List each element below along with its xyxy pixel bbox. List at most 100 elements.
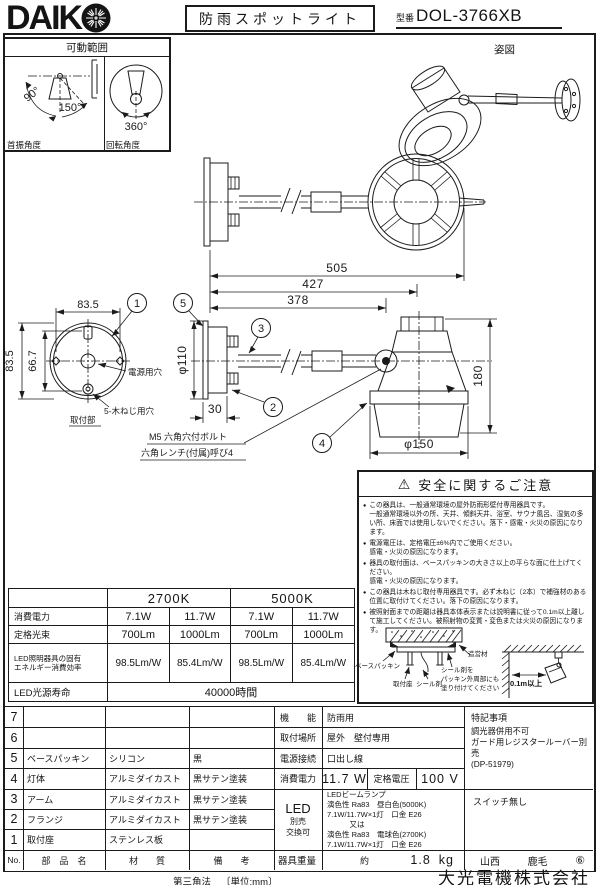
place-value: 屋外 壁付専用 xyxy=(327,733,391,743)
daiko-starburst-icon xyxy=(81,3,111,33)
mount-base-label: 取付座 xyxy=(393,681,413,688)
parts-header-material: 材 質 xyxy=(128,855,165,866)
movable-range-title: 可動範囲 xyxy=(5,39,169,57)
part-material: アルミダイカスト xyxy=(109,794,181,805)
weight-value: 1.8 xyxy=(410,853,431,867)
part-note: 黒サテン塗装 xyxy=(193,814,248,825)
approver-row: 山西 鹿毛 ⑥ xyxy=(464,850,593,870)
consumption-value: 11.7 W xyxy=(322,771,367,786)
weight-approx: 約 xyxy=(360,855,370,866)
spec-row-label: LED光源寿命 xyxy=(9,683,108,701)
function-label: 機 能 xyxy=(279,712,316,723)
safety-notice-box: ⚠ 安全に関するご注意 この器具は、一般通常環境の屋外防雨形壁付専用器具です。 … xyxy=(357,470,594,704)
power-value: 口出し線 xyxy=(327,753,364,764)
spec-value: 11.7W xyxy=(292,608,354,626)
spec-value: 85.4Lm/W xyxy=(169,644,231,683)
parts-header-no: No. xyxy=(7,855,21,865)
revision-badge: ⑥ xyxy=(575,854,585,867)
part-name: アーム xyxy=(27,794,54,805)
warning-icon: ⚠ xyxy=(397,476,413,492)
photometric-spec-table: 2700K 5000K 消費電力 7.1W 11.7W 7.1W 11.7W 定… xyxy=(8,588,355,702)
spec-row-label: LED照明器具の固有 エネルギー消費効率 xyxy=(9,644,108,683)
model-number-block: 型番 DOL-3766XB xyxy=(396,6,562,29)
parts-info-table: 7 6 5 4 3 2 1 ベースパッキン シリコン 黒 灯体 アルミダイカスト… xyxy=(4,706,595,872)
base-packing-label: ベースパッキン xyxy=(355,663,400,670)
sealant-label: シール剤 xyxy=(416,681,442,688)
spec-value: 11.7W xyxy=(169,608,231,626)
voltage-value: 100 V xyxy=(421,771,459,786)
rotation-angle-label: 回転角度 xyxy=(106,140,141,150)
approver-2: 鹿毛 xyxy=(527,856,548,868)
movable-range-divider xyxy=(104,56,105,150)
part-no: 3 xyxy=(10,792,18,806)
spec-row-label: 定格光束 xyxy=(9,626,108,644)
daiko-logo-text: DAIK xyxy=(6,0,83,37)
spec-header-5000k: 5000K xyxy=(231,589,354,608)
weight-value-block: 約 1.8 kg xyxy=(322,850,464,870)
led-lamp-detail: LEDビームランプ 演色性 Ra83 昼白色(5000K) 7.1W/11.7W… xyxy=(327,789,427,849)
special-title: 特記事項 xyxy=(471,713,508,723)
daiko-logo: DAIK xyxy=(6,1,112,35)
part-material: アルミダイカスト xyxy=(109,814,181,825)
product-title: 防雨スポットライト xyxy=(199,10,361,27)
safety-notes: この器具は、一般通常環境の屋外防雨形壁付専用器具です。 一般通常環境以外の所、天… xyxy=(359,497,592,635)
special-lines: 調光器併用不可 ガード用レジスタールーバー別売 (DP-51979) xyxy=(471,726,588,769)
spec-value: 700Lm xyxy=(231,626,293,644)
model-number: DOL-3766XB xyxy=(416,6,523,25)
safety-title-row: ⚠ 安全に関するご注意 xyxy=(359,472,592,497)
consumption-label: 消費電力 xyxy=(279,774,316,784)
spec-value: 85.4Lm/W xyxy=(292,644,354,683)
part-no: 2 xyxy=(10,812,18,826)
part-no: 4 xyxy=(10,771,18,786)
part-name: フランジ xyxy=(27,814,64,825)
spec-row-label: 消費電力 xyxy=(9,608,108,626)
safety-note: 被照射面までの距離は器具本体表示または説明書に従って0.1m以上離して施工してく… xyxy=(369,609,585,634)
weight-label: 器具重量 xyxy=(278,856,317,867)
spec-header-2700k: 2700K xyxy=(108,589,231,608)
movable-range-box: 可動範囲 xyxy=(3,37,171,152)
led-sub1: 別売 xyxy=(290,817,306,826)
spec-value: 1000Lm xyxy=(169,626,231,644)
sealant-note-label: シール剤を パッキン外周部にも 塗り付けてください xyxy=(441,667,500,692)
spec-value: 7.1W xyxy=(231,608,293,626)
spec-cell-empty xyxy=(9,589,108,608)
special-notes-block: 特記事項 調光器併用不可 ガード用レジスタールーバー別売 (DP-51979) xyxy=(464,707,593,789)
part-material: アルミダイカスト xyxy=(109,774,181,784)
led-sub2: 交換可 xyxy=(286,828,310,837)
part-note: 黒 xyxy=(193,753,203,764)
part-no: 1 xyxy=(10,832,18,847)
product-title-box: 防雨スポットライト xyxy=(185,5,375,32)
approver-1: 山西 xyxy=(480,856,500,868)
spec-value: 98.5Lm/W xyxy=(231,644,293,683)
spec-value: 700Lm xyxy=(108,626,170,644)
part-name: 取付座 xyxy=(27,835,55,845)
safety-note: 器具の取付面は、ベースパッキンの大きさ以上の平らな面に仕上げてください。 感電・… xyxy=(369,560,583,585)
place-label: 取付場所 xyxy=(279,733,316,743)
part-material: シリコン xyxy=(109,753,146,764)
appearance-figure-label: 姿図 xyxy=(494,44,515,56)
structure-label: 造営材 xyxy=(468,651,488,658)
part-name: ベースパッキン xyxy=(27,753,90,764)
parts-header-note: 備 考 xyxy=(213,855,250,866)
swing-angle-label: 首振角度 xyxy=(7,140,42,150)
power-label: 電源接続 xyxy=(279,753,316,764)
voltage-label: 定格電圧 xyxy=(373,774,410,784)
safety-title: 安全に関するご注意 xyxy=(418,477,554,493)
weight-unit: kg xyxy=(438,853,454,867)
led-label-block: LED 別売 交換可 xyxy=(274,789,322,850)
led-label: LED xyxy=(285,801,311,816)
company-name: 大光電機株式会社 xyxy=(438,869,590,885)
safety-note: この器具は、一般通常環境の屋外防雨形壁付専用器具です。 一般通常環境以外の所、天… xyxy=(369,502,584,536)
part-name: 灯体 xyxy=(27,774,46,784)
projection-method: 第三角法 xyxy=(173,877,212,885)
function-value: 防雨用 xyxy=(327,712,355,723)
spec-value: 98.5Lm/W xyxy=(108,644,170,683)
safety-note: この器具は木ねじ取付専用器具です。必ず木ねじ〔2本〕で補強材のある位置に取付けて… xyxy=(369,589,587,605)
unit-note: 〔単位:mm〕 xyxy=(221,877,278,885)
parts-header-name: 部 品 名 xyxy=(41,855,87,866)
part-material: ステンレス板 xyxy=(109,835,164,845)
projection-note: 第三角法 〔単位:mm〕 xyxy=(173,874,277,885)
part-no: 6 xyxy=(10,730,18,745)
part-no: 5 xyxy=(10,751,18,765)
